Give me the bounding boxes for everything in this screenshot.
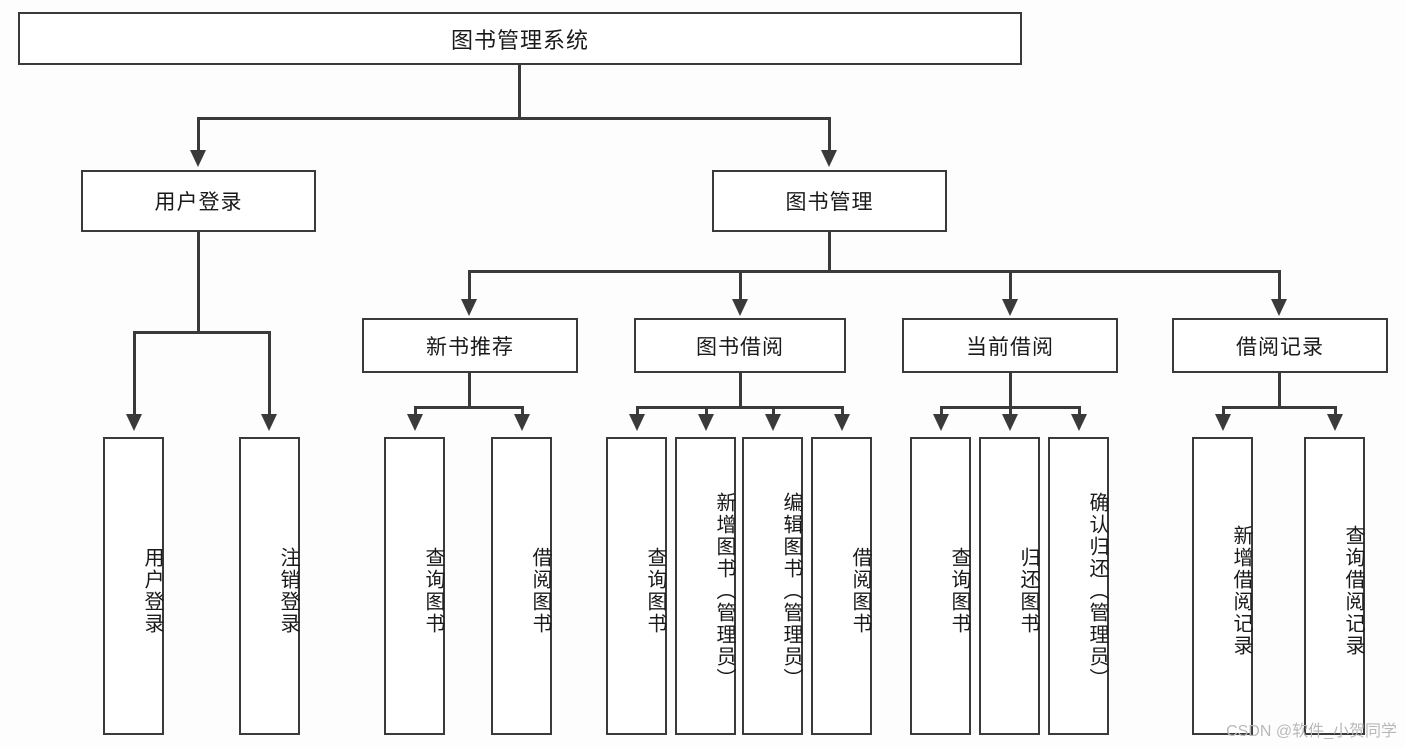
node-label: 图书管理 [785,191,874,214]
node-label: 新增图书（管理员） [713,492,735,690]
node-label: 借阅图书 [849,547,871,635]
arrow-br-to-leaf-2 [1327,414,1343,431]
leaf-book-borrow-query-book[interactable]: 查询图书 [606,437,667,735]
arrow-bb-to-leaf-4 [834,414,850,431]
leaf-user-login-login[interactable]: 用户登录 [103,437,164,735]
arrow-bm-to-new-book [461,299,477,316]
node-label: 用户登录 [141,547,163,635]
connector-current-borrow-stem [1009,373,1012,408]
leaf-book-borrow-borrow-book[interactable]: 借阅图书 [811,437,872,735]
node-book-management[interactable]: 图书管理 [712,170,947,232]
connector-cb-to-leaf-2 [1009,406,1012,417]
node-label: 查询图书 [948,547,970,635]
node-user-login[interactable]: 用户登录 [81,170,316,232]
watermark-text: CSDN @软件_小贺同学 [1226,723,1397,740]
node-label: 借阅图书 [529,547,551,635]
connector-book-management-bar [468,270,1280,273]
arrow-new-book-to-leaf-1 [407,414,423,431]
node-label: 新增借阅记录 [1230,525,1252,657]
connector-root-stem [518,65,521,119]
node-label: 查询借阅记录 [1342,525,1364,657]
leaf-user-login-logout[interactable]: 注销登录 [239,437,300,735]
node-label: 编辑图书（管理员） [780,492,802,690]
arrow-bb-to-leaf-3 [765,414,781,431]
connector-root-bar [197,117,830,120]
node-label: 归还图书 [1017,547,1039,635]
connector-book-borrow-stem [739,373,742,408]
node-current-borrow[interactable]: 当前借阅 [902,318,1118,373]
connector-bb-to-leaf-1 [636,406,639,417]
node-label: 借阅记录 [1236,335,1324,359]
connector-new-book-to-leaf-1 [414,406,417,417]
connector-user-login-to-leaf-1 [133,331,136,417]
connector-book-management-stem [828,232,831,272]
node-label: 查询图书 [422,547,444,635]
connector-bb-to-leaf-2 [705,406,708,417]
connector-borrow-record-bar [1222,406,1337,409]
connector-user-login-bar [133,331,269,334]
leaf-borrow-record-add-record[interactable]: 新增借阅记录 [1192,437,1253,735]
node-label: 用户登录 [154,191,243,214]
arrow-root-to-user-login [190,150,206,167]
connector-bm-to-new-book [468,270,471,302]
connector-br-to-leaf-1 [1222,406,1225,417]
node-label: 图书借阅 [696,335,784,359]
arrow-bm-to-borrow-record [1271,299,1287,316]
arrow-root-to-book-management [821,150,837,167]
connector-bm-to-current-borrow [1009,270,1012,302]
connector-cb-to-leaf-3 [1078,406,1081,417]
node-borrow-record[interactable]: 借阅记录 [1172,318,1388,373]
node-new-book-recommend[interactable]: 新书推荐 [362,318,578,373]
connector-book-borrow-bar [636,406,844,409]
connector-root-to-user-login [197,117,200,153]
node-root-book-management-system[interactable]: 图书管理系统 [18,12,1022,65]
connector-user-login-to-leaf-2 [268,331,271,417]
connector-new-book-stem [468,373,471,408]
connector-user-login-stem [197,232,200,333]
leaf-book-borrow-edit-book-admin[interactable]: 编辑图书（管理员） [742,437,803,735]
arrow-bm-to-book-borrow [732,299,748,316]
node-label: 查询图书 [644,547,666,635]
connector-bm-to-borrow-record [1278,270,1281,302]
arrow-bm-to-current-borrow [1002,299,1018,316]
node-label: 确认归还（管理员） [1086,492,1108,690]
connector-bb-to-leaf-4 [841,406,844,417]
arrow-bb-to-leaf-2 [698,414,714,431]
node-book-borrow[interactable]: 图书借阅 [634,318,846,373]
leaf-new-book-borrow-book[interactable]: 借阅图书 [491,437,552,735]
node-label: 注销登录 [277,547,299,635]
connector-borrow-record-stem [1278,373,1281,408]
arrow-cb-to-leaf-1 [933,414,949,431]
arrow-cb-to-leaf-2 [1002,414,1018,431]
connector-new-book-to-leaf-2 [521,406,524,417]
leaf-current-borrow-return-book[interactable]: 归还图书 [979,437,1040,735]
leaf-current-borrow-confirm-return-admin[interactable]: 确认归还（管理员） [1048,437,1109,735]
node-label: 当前借阅 [966,335,1054,359]
arrow-user-login-to-leaf-2 [261,414,277,431]
arrow-user-login-to-leaf-1 [126,414,142,431]
leaf-new-book-query-book[interactable]: 查询图书 [384,437,445,735]
connector-bb-to-leaf-3 [772,406,775,417]
connector-cb-to-leaf-1 [940,406,943,417]
arrow-bb-to-leaf-1 [629,414,645,431]
arrow-br-to-leaf-1 [1215,414,1231,431]
node-label: 新书推荐 [426,335,514,359]
connector-root-to-book-management [828,117,831,153]
connector-new-book-bar [414,406,524,409]
arrow-new-book-to-leaf-2 [514,414,530,431]
leaf-borrow-record-query-record[interactable]: 查询借阅记录 [1304,437,1365,735]
node-label: 图书管理系统 [450,27,589,53]
leaf-current-borrow-query-book[interactable]: 查询图书 [910,437,971,735]
arrow-cb-to-leaf-3 [1071,414,1087,431]
leaf-book-borrow-add-book-admin[interactable]: 新增图书（管理员） [675,437,736,735]
connector-bm-to-book-borrow [739,270,742,302]
connector-br-to-leaf-2 [1334,406,1337,417]
